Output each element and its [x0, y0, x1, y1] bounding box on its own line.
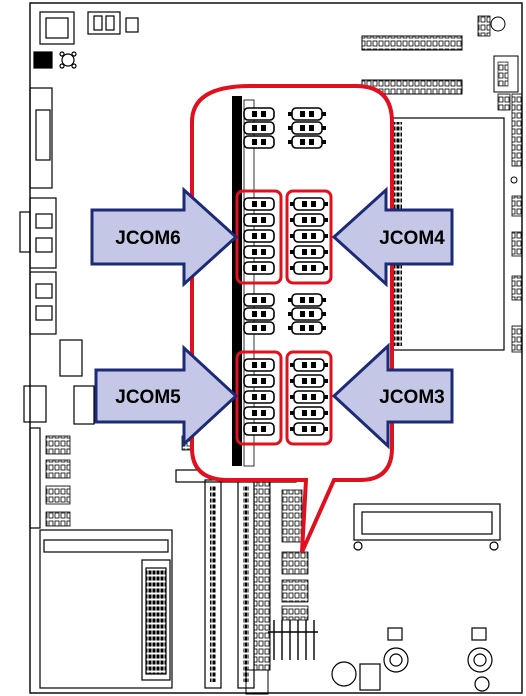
- pin-header-block: [243, 358, 275, 372]
- pin-header-block: [288, 307, 326, 321]
- center-pin-headers: [281, 489, 309, 621]
- arrow-jcom3: JCOM3: [331, 342, 454, 450]
- label-jcom5: JCOM5: [115, 387, 181, 408]
- pin-header-block: [243, 107, 275, 121]
- pin-header-block: [288, 293, 326, 307]
- pin-header-block: [243, 121, 275, 135]
- pin-header-block: [243, 374, 275, 388]
- pin-header-block: [243, 229, 275, 243]
- arrow-jcom5: JCOM5: [94, 344, 239, 448]
- pin-header-block: [290, 390, 328, 404]
- jcom5-highlight: [235, 350, 283, 446]
- right-edge-headers: [477, 15, 523, 353]
- arrow-jcom6: JCOM6: [90, 186, 239, 288]
- label-jcom4: JCOM4: [379, 228, 445, 249]
- pin-header-block: [288, 121, 326, 135]
- pin-header-block: [290, 229, 328, 243]
- pin-header-block: [290, 374, 328, 388]
- pin-header-block: [290, 422, 328, 436]
- zoomed-headers: [243, 107, 328, 436]
- pin-header-block: [243, 406, 275, 420]
- pin-header-block: [290, 358, 328, 372]
- cf-card-slot: [39, 529, 173, 689]
- top-connectors: [361, 35, 463, 95]
- pin-header-block: [288, 135, 326, 149]
- pin-header-block: [243, 245, 275, 259]
- arrow-jcom4: JCOM4: [331, 186, 454, 288]
- left-pin-headers: [45, 435, 207, 527]
- jcom3-highlight: [285, 350, 333, 446]
- jcom4-highlight: [285, 189, 333, 285]
- pin-header-block: [288, 107, 326, 121]
- pin-header-block: [243, 135, 275, 149]
- pin-header-block: [243, 321, 275, 335]
- pin-header-block: [243, 261, 275, 275]
- pin-header-block: [243, 213, 275, 227]
- pin-header-block: [243, 390, 275, 404]
- label-jcom6: JCOM6: [115, 228, 180, 249]
- right-lower-parts: [331, 503, 501, 692]
- pin-header-block: [243, 197, 275, 211]
- vertical-slots: [175, 469, 297, 695]
- pin-header-block: [288, 321, 326, 335]
- jumper-pins: [268, 620, 318, 660]
- left-io-ports: [19, 87, 95, 529]
- pin-header-block: [243, 422, 275, 436]
- pin-header-block: [290, 245, 328, 259]
- label-jcom3: JCOM3: [379, 387, 444, 408]
- jcom-highlights: [235, 189, 333, 446]
- pin-header-block: [243, 293, 275, 307]
- top-left-connectors: [33, 11, 139, 69]
- pin-header-block: [290, 197, 328, 211]
- pin-header-block: [290, 213, 328, 227]
- pin-header-block: [290, 261, 328, 275]
- pin-header-block: [243, 307, 275, 321]
- pin-header-block: [290, 406, 328, 420]
